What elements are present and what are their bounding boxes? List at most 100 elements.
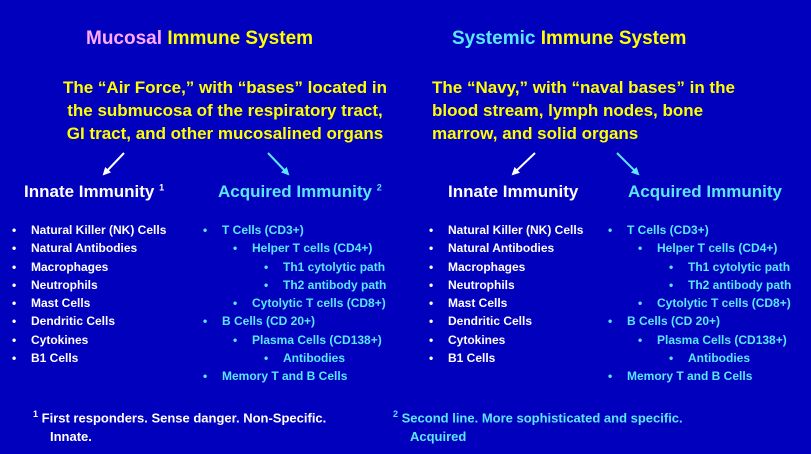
list-item-text: Th1 cytolytic path (283, 259, 386, 274)
bullet-icon: • (429, 241, 434, 256)
list-item-text: Th2 antibody path (688, 277, 792, 292)
systemic-description-line: marrow, and solid organs (432, 124, 639, 143)
systemic-description-line: blood stream, lymph nodes, bone (432, 101, 704, 120)
mucosal-title: Mucosal Immune System (86, 28, 313, 50)
list-item-text: Mast Cells (31, 296, 91, 311)
mucosal-acquired-heading: Acquired Immunity 2 (218, 182, 382, 202)
list-item: •Th2 antibody path (669, 276, 792, 294)
list-item-text: Dendritic Cells (31, 314, 116, 329)
heading-text: Acquired Immunity (628, 182, 782, 201)
list-item-text: Cytolytic T cells (CD8+) (657, 296, 791, 311)
list-item: •Macrophages (12, 258, 166, 276)
mucosal-description-line: the submucosa of the respiratory tract, (67, 101, 383, 120)
list-item: • Mast Cells (429, 294, 583, 312)
list-item-text: Cytolytic T cells (CD8+) (252, 296, 386, 311)
heading-text: Innate Immunity (448, 182, 579, 201)
list-item: •Cytokines (12, 331, 166, 349)
footnote-2-line2: Acquired (410, 429, 467, 445)
footnote-1-line2: Innate. (50, 429, 92, 445)
list-item-text: Natural Killer (NK) Cells (31, 223, 167, 237)
bullet-icon: • (429, 314, 434, 329)
list-item: •Plasma Cells (CD138+) (638, 331, 791, 349)
list-item-text: Dendritic Cells (448, 314, 533, 329)
list-item-text: Natural Killer (NK) Cells (448, 223, 584, 237)
list-item-text: B Cells (CD 20+) (222, 314, 316, 329)
systemic-innate-arrow (511, 152, 536, 176)
list-item: • Memory T and B Cells (608, 367, 791, 385)
list-item-text: Cytokines (31, 332, 89, 347)
bullet-icon: • (233, 332, 238, 347)
mucosal-title-rest: Immune System (167, 28, 314, 49)
list-item-text: Macrophages (448, 259, 526, 274)
systemic-acquired-list: •T Cells (CD3+)•Helper T cells (CD4+)•Th… (608, 221, 792, 386)
bullet-icon: • (429, 259, 434, 274)
systemic-acquired-heading: Acquired Immunity (628, 182, 782, 202)
bullet-icon: • (669, 351, 674, 366)
bullet-icon: • (608, 223, 613, 237)
systemic-title-rest: Immune System (540, 28, 687, 49)
list-item-text: Helper T cells (CD4+) (252, 241, 373, 256)
list-item: •Cytolytic T cells (CD8+) (638, 294, 791, 312)
list-item: •Antibodies (669, 349, 791, 367)
list-item-text: B Cells (CD 20+) (627, 314, 721, 329)
bullet-icon: • (12, 296, 17, 311)
list-item-text: Th2 antibody path (283, 277, 387, 292)
list-item: • Dendritic Cells (429, 312, 583, 330)
list-item: • Dendritic Cells (12, 312, 166, 330)
bullet-icon: • (264, 277, 269, 292)
footnote-marker: 2 (393, 409, 399, 419)
bullet-icon: • (12, 241, 17, 256)
bullet-icon: • (12, 259, 17, 274)
bullet-icon: • (608, 314, 613, 329)
bullet-icon: • (429, 296, 434, 311)
list-item-text: Memory T and B Cells (627, 369, 753, 384)
bullet-icon: • (429, 332, 434, 347)
bullet-icon: • (264, 351, 269, 366)
list-item-text: B1 Cells (31, 351, 79, 366)
heading-text: Acquired Immunity (218, 182, 372, 201)
list-item-text: Mast Cells (448, 296, 508, 311)
list-item: • T Cells (CD3+) (608, 221, 791, 239)
list-item: •Cytolytic T cells (CD8+) (233, 294, 386, 312)
systemic-description-line: The “Navy,” with “naval bases” in the (432, 78, 735, 97)
systemic-description: The “Navy,” with “naval bases” in the bl… (432, 76, 735, 145)
list-item: •Antibodies (264, 349, 386, 367)
list-item: •Th1 cytolytic path (669, 258, 791, 276)
bullet-icon: • (638, 241, 643, 256)
list-item-text: Th1 cytolytic path (688, 259, 791, 274)
footnote-marker: 1 (33, 409, 39, 419)
list-item: •B Cells (CD 20+) (203, 312, 386, 330)
bullet-icon: • (608, 369, 613, 384)
list-item: • Macrophages (429, 258, 583, 276)
footnote-marker: 2 (376, 182, 382, 193)
list-item: •Plasma Cells (CD138+) (233, 331, 386, 349)
list-item: • Mast Cells (12, 294, 166, 312)
systemic-innate-list: • Natural Killer (NK) Cells •Natural Antib… (429, 221, 584, 367)
list-item: •Natural Antibodies (429, 239, 583, 257)
list-item-text: Neutrophils (448, 277, 515, 292)
list-item: • B1 Cells (429, 349, 583, 367)
list-item-text: Plasma Cells (CD138+) (657, 332, 787, 347)
heading-text: Innate Immunity (24, 182, 155, 201)
list-item: •Neutrophils (429, 276, 583, 294)
list-item-text: T Cells (CD3+) (627, 223, 709, 237)
footnote-2: 2 Second line. More sophisticated and sp… (393, 405, 683, 446)
systemic-acquired-arrow (616, 152, 640, 176)
footnote-marker: 1 (159, 182, 165, 193)
bullet-icon: • (429, 351, 434, 366)
list-item-text: Memory T and B Cells (222, 369, 348, 384)
mucosal-innate-list: •Natural Killer (NK) Cells•Natural Antib… (12, 221, 167, 367)
list-item: •Natural Killer (NK) Cells (12, 221, 167, 239)
list-item: • Th2 antibody path (264, 276, 387, 294)
list-item-text: Natural Antibodies (31, 241, 138, 256)
footnote-1-line1: First responders. Sense danger. Non-Spec… (41, 410, 327, 426)
list-item: • Natural Antibodies (12, 239, 166, 257)
bullet-icon: • (12, 314, 17, 329)
systemic-innate-heading: Innate Immunity (448, 182, 578, 202)
footnote-2-line1: Second line. More sophisticated and spec… (401, 410, 683, 426)
systemic-title-word: Systemic (452, 28, 536, 49)
list-item: • B Cells (CD 20+) (608, 312, 791, 330)
list-item-text: B1 Cells (448, 351, 496, 366)
list-item: •T Cells (CD3+) (203, 221, 386, 239)
